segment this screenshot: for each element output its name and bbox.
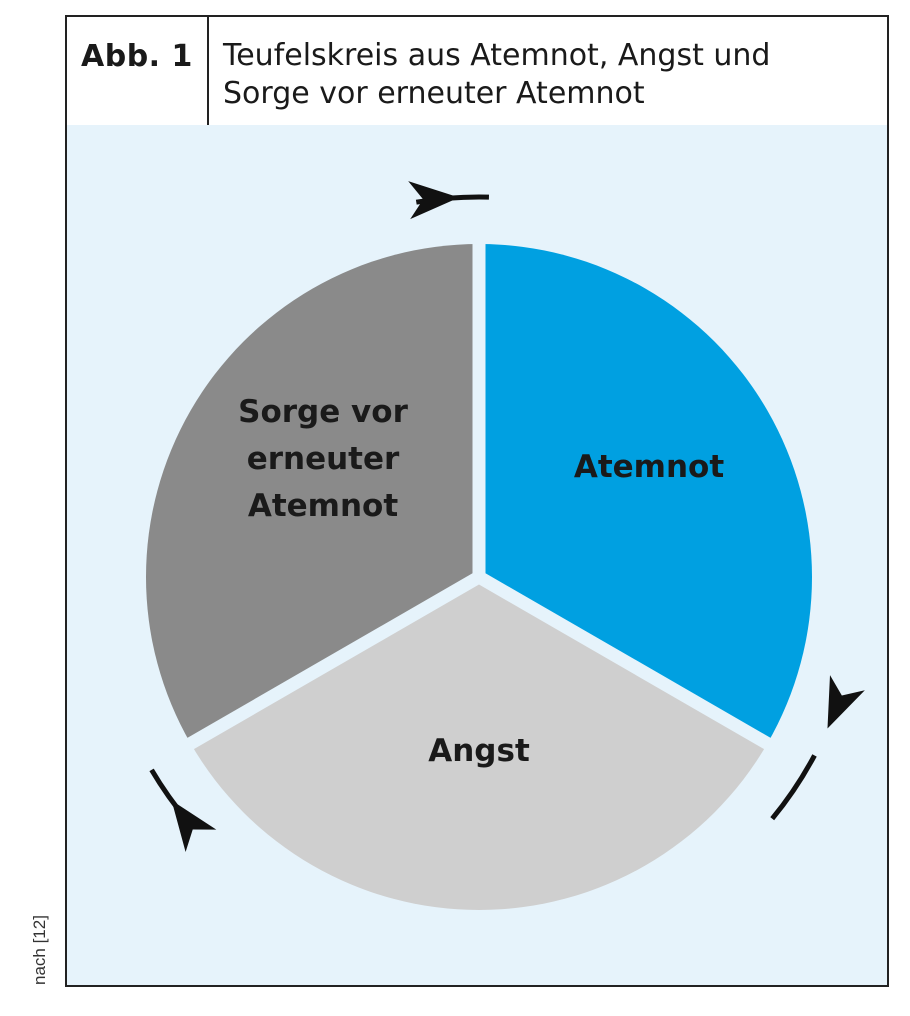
segment-label-angst-line-1: Angst (428, 733, 530, 769)
cycle-arrowhead-2 (827, 675, 865, 729)
segment-label-sorge-line-3: Atemnot (248, 488, 399, 524)
segment-divider-3 (183, 571, 483, 752)
segment-label-sorge-line-1: Sorge vor (238, 394, 408, 430)
segment-divider-2 (475, 571, 775, 752)
cycle-arrowhead-1 (408, 181, 460, 220)
cycle-arrowhead-3 (171, 800, 217, 852)
figure-frame: Abb. 1 Teufelskreis aus Atemnot, Angst u… (65, 15, 889, 987)
source-note: nach [12] (30, 915, 49, 985)
figure-title-line-1: Teufelskreis aus Atemnot, Angst und (223, 38, 771, 73)
figure-label: Abb. 1 (67, 17, 209, 125)
segment-label-sorge-line-2: erneuter (247, 441, 400, 477)
cycle-arrow-arc-2 (770, 754, 817, 821)
segment-label-atemnot: Atemnot (574, 449, 725, 485)
segment-label-atemnot-line-1: Atemnot (574, 449, 725, 485)
segment-label-angst: Angst (428, 733, 530, 769)
figure-title-line-2: Sorge vor erneuter Atemnot (223, 76, 645, 111)
figure-header: Abb. 1 Teufelskreis aus Atemnot, Angst u… (67, 17, 887, 127)
figure-title: Teufelskreis aus Atemnot, Angst und Sorg… (209, 17, 887, 125)
